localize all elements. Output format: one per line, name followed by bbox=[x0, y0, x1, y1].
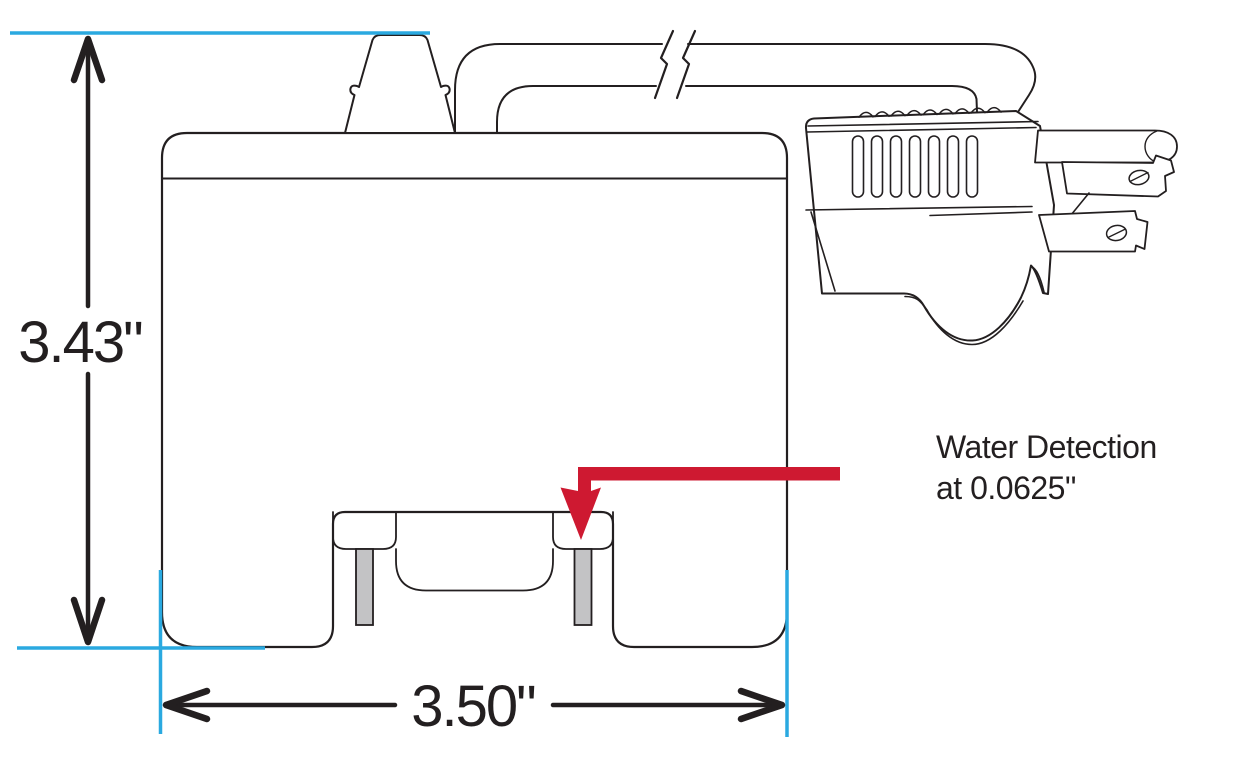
plug-grip-bumps bbox=[858, 106, 1002, 118]
hot-blade-hole-slot bbox=[1107, 228, 1127, 239]
plug-grip-ribs bbox=[851, 135, 979, 198]
water-callout-text-line1: Water Detection bbox=[936, 429, 1157, 465]
height-arrowhead-bottom bbox=[70, 596, 106, 646]
width-arrowhead-left bbox=[162, 687, 211, 723]
dimensions bbox=[70, 35, 786, 723]
plug-outlet-seam bbox=[904, 265, 1045, 346]
probe-left bbox=[355, 548, 374, 626]
line-art bbox=[160, 29, 1178, 649]
extension-lines bbox=[10, 31, 789, 737]
device-outline bbox=[160, 131, 789, 649]
water-callout-arrow bbox=[560, 467, 840, 540]
probe-right bbox=[573, 548, 593, 626]
power-cord-inner bbox=[496, 85, 978, 134]
probe-boss-left bbox=[332, 511, 397, 550]
hot-blade bbox=[1038, 210, 1149, 253]
neutral-blade-hole-slot bbox=[1129, 171, 1149, 183]
labels: 3.43" 3.50" Water Detection at 0.0625" bbox=[18, 310, 1157, 739]
cord-break-mark bbox=[653, 29, 697, 100]
water-callout-text-line2: at 0.0625" bbox=[936, 470, 1076, 506]
blade-gap-edge bbox=[1070, 192, 1090, 216]
neutral-blade-hole bbox=[1128, 169, 1150, 186]
sensor-probes bbox=[355, 548, 593, 626]
height-label: 3.43" bbox=[18, 310, 142, 375]
probe-bridge bbox=[395, 548, 554, 592]
ground-pin-cap-seam bbox=[1144, 130, 1158, 163]
hot-blade-hole bbox=[1105, 224, 1128, 242]
plug-seam-lines bbox=[805, 205, 1033, 292]
plug-top-face-lines bbox=[806, 120, 1039, 133]
width-label: 3.50" bbox=[411, 674, 535, 739]
strain-relief-boot bbox=[344, 34, 456, 134]
neutral-blade bbox=[1061, 154, 1175, 198]
plug-body bbox=[804, 110, 1055, 342]
power-cord-outer bbox=[454, 43, 1037, 134]
height-arrowhead-top bbox=[70, 35, 106, 84]
width-arrowhead-right bbox=[737, 687, 786, 723]
